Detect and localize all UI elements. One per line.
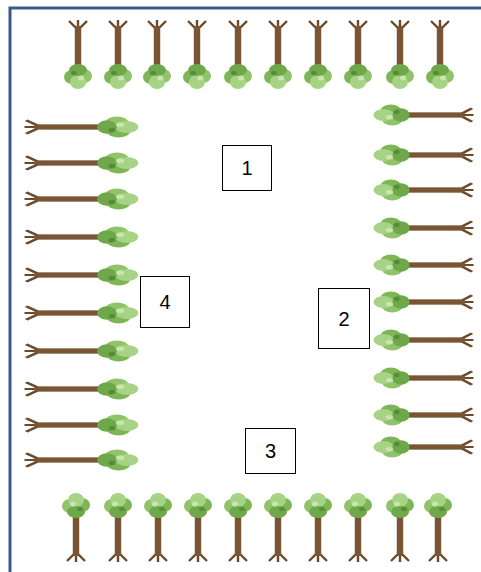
callout-box: 3 xyxy=(245,428,296,474)
top-trees xyxy=(64,20,454,89)
left-trees xyxy=(24,117,138,471)
callout-number: 4 xyxy=(159,291,170,313)
callout-number: 1 xyxy=(241,157,252,179)
callout-box: 1 xyxy=(222,145,272,191)
bottom-trees xyxy=(62,493,452,562)
callout-number: 2 xyxy=(338,308,349,330)
callout-number: 3 xyxy=(265,440,276,462)
frame-border xyxy=(10,8,481,572)
callout-box: 4 xyxy=(140,276,190,328)
callout-box: 2 xyxy=(318,288,370,349)
right-trees xyxy=(373,105,473,458)
